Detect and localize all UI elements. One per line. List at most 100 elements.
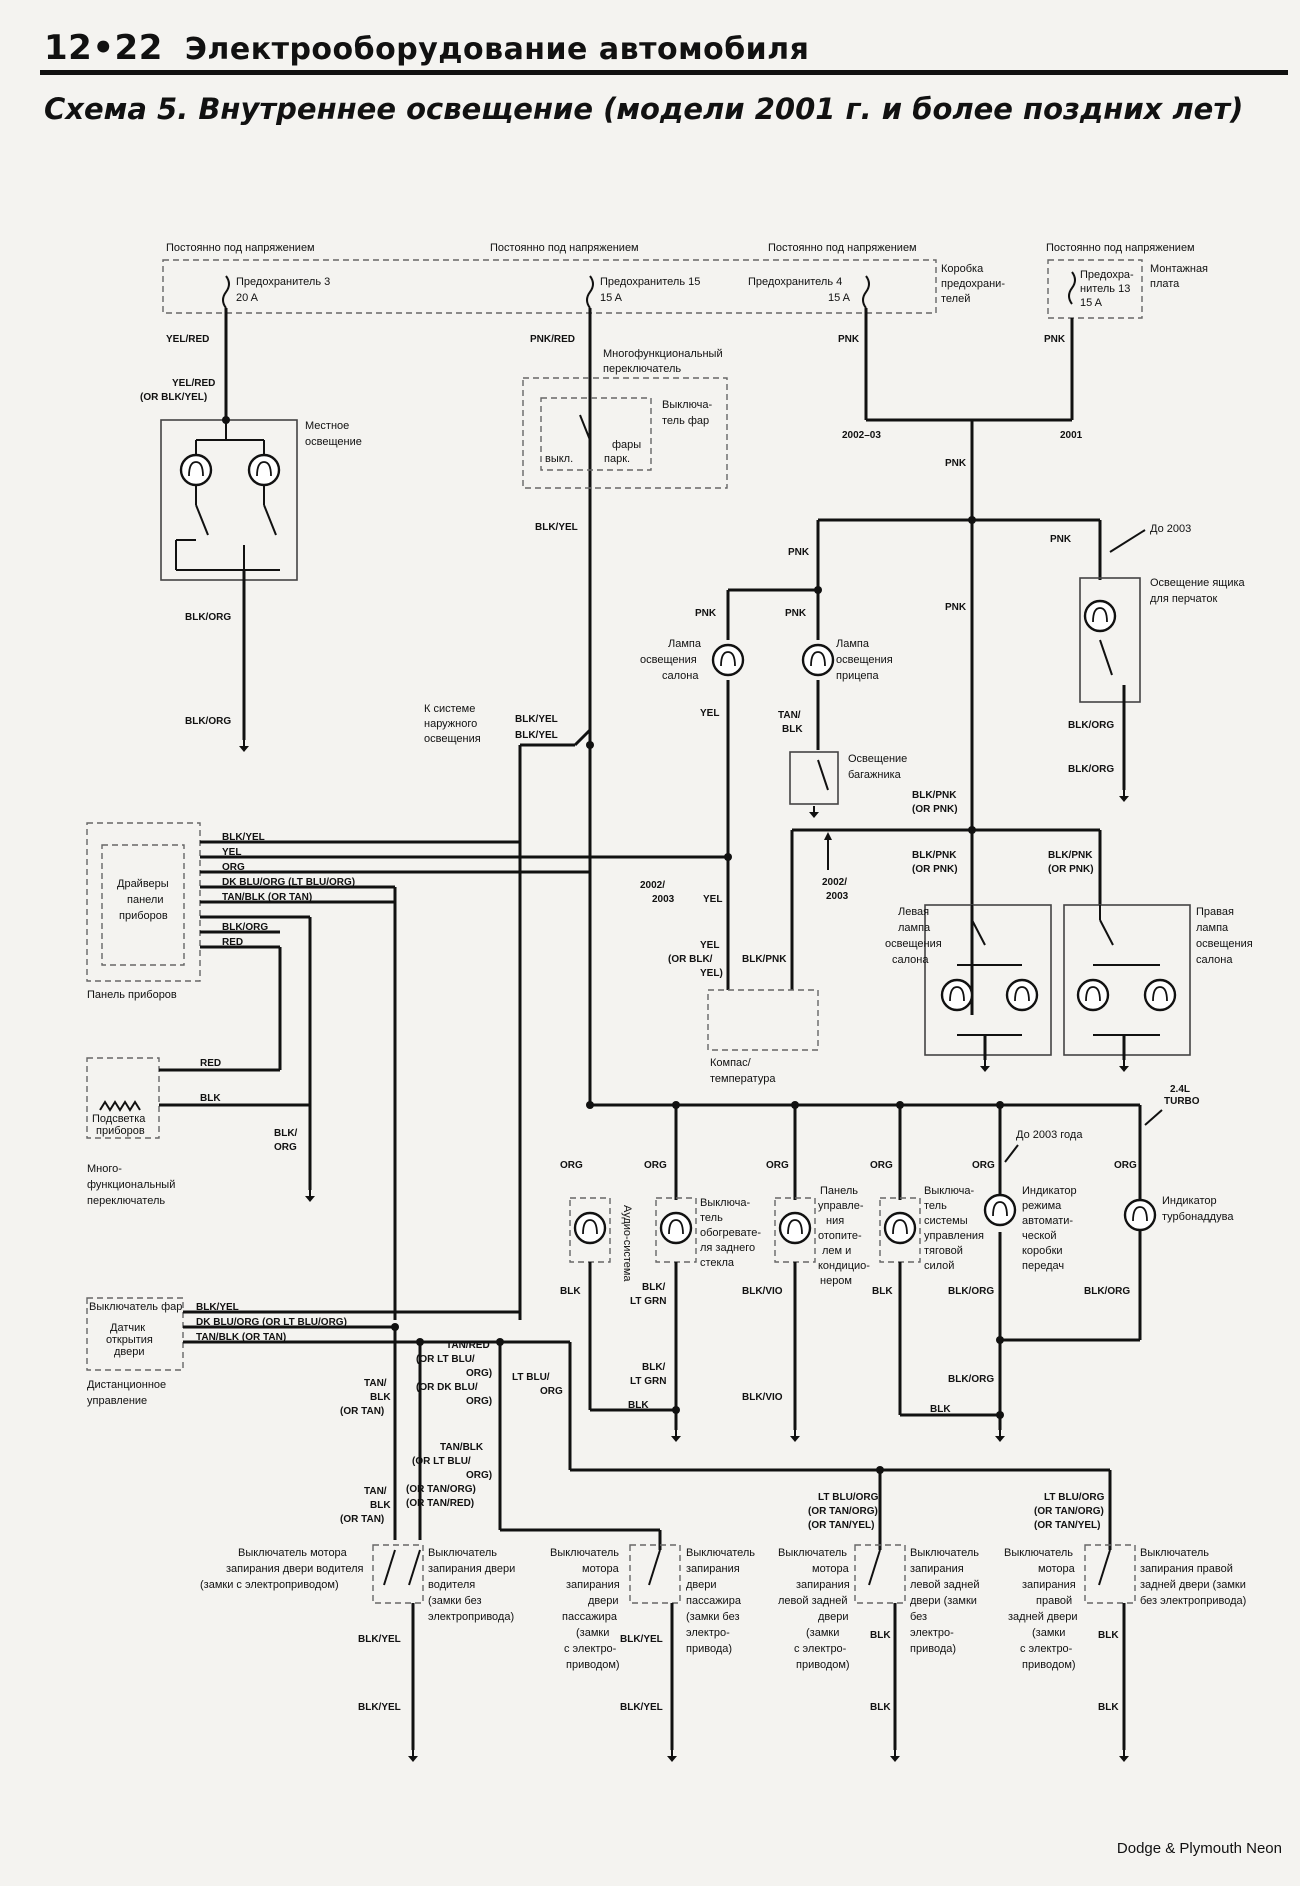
wire-or-pnk-2: (OR PNK) bbox=[912, 864, 958, 875]
wire-tr5: ORG) bbox=[466, 1396, 492, 1407]
headlamp-switch-outline bbox=[540, 397, 652, 471]
lr-motor-label-a: Выключатель bbox=[778, 1547, 847, 1559]
ground-icon bbox=[238, 739, 250, 753]
ground-icon bbox=[1118, 1749, 1130, 1763]
wire-or-blk: (OR BLK/ bbox=[668, 954, 713, 965]
wire-lb4: LT BLU/ORG bbox=[1044, 1492, 1105, 1503]
wire-tb2: (OR LT BLU/ bbox=[412, 1456, 471, 1467]
wire-tr4: (OR DK BLU/ bbox=[416, 1382, 478, 1393]
pass-switch-label-e: (замки без bbox=[686, 1611, 740, 1623]
turbo-label-a: 2.4L bbox=[1170, 1084, 1190, 1095]
wire-q3: TAN/BLK (OR TAN) bbox=[196, 1332, 286, 1343]
exterior-lighting-label-a: К системе bbox=[424, 703, 475, 715]
drivers-label-a: Драйверы bbox=[117, 878, 169, 890]
traction-label-f: силой bbox=[924, 1260, 954, 1272]
wire-b2: BLK bbox=[870, 1702, 891, 1713]
autostick-label-f: передач bbox=[1022, 1260, 1064, 1272]
traction-label-d: управления bbox=[924, 1230, 984, 1242]
fuse13-rating: 15 A bbox=[1080, 297, 1103, 309]
lr-motor-label-b: мотора bbox=[812, 1563, 850, 1575]
autostick-label-e: коробки bbox=[1022, 1245, 1063, 1257]
turbo-ind-label-b: турбонаддува bbox=[1162, 1211, 1234, 1223]
defrost-label-b: тель bbox=[700, 1212, 723, 1224]
left-rear-switch-outline bbox=[854, 1544, 906, 1604]
wire-pnk-4: PNK bbox=[788, 547, 810, 558]
wire-p1: BLK/YEL bbox=[222, 832, 265, 843]
wire-tb3: ORG) bbox=[466, 1470, 492, 1481]
driver-motor-label-c: (замки с электроприводом) bbox=[200, 1579, 339, 1591]
ground-icon bbox=[889, 1749, 901, 1763]
left-dome-lamp-b bbox=[1005, 978, 1039, 1012]
traction-label-c: системы bbox=[924, 1215, 968, 1227]
wire-yel-3: YEL bbox=[700, 940, 719, 951]
hvac-label-e: лем и bbox=[822, 1245, 851, 1257]
right-lamp-label-d: салона bbox=[1196, 954, 1233, 966]
multifunction-label-a: Многофункциональный bbox=[603, 348, 723, 360]
wire-pnk-1: PNK bbox=[838, 334, 860, 345]
driver-switch-label-c: водителя bbox=[428, 1579, 475, 1591]
wire-blk-yel-3: BLK/YEL bbox=[515, 730, 558, 741]
wire-pnk-3: PNK bbox=[945, 458, 967, 469]
wire-b1: BLK bbox=[870, 1630, 891, 1641]
pass-switch-label-d: пассажира bbox=[686, 1595, 742, 1607]
ground-icon bbox=[666, 1749, 678, 1763]
ground-icon bbox=[407, 1749, 419, 1763]
year-2002-03: 2002–03 bbox=[842, 430, 881, 441]
fusebox-label-c: телей bbox=[941, 293, 970, 305]
dome-lamp-label-b: освещения bbox=[640, 654, 697, 666]
wire-tan-2: BLK bbox=[370, 1392, 391, 1403]
wire-blk-2: BLK bbox=[200, 1093, 221, 1104]
hot-label-2: Постоянно под напряжением bbox=[490, 242, 639, 254]
wire-or-blk-yel: (OR BLK/YEL) bbox=[140, 392, 207, 403]
wire-red-2: RED bbox=[200, 1058, 221, 1069]
left-lamp-label-d: салона bbox=[892, 954, 929, 966]
wire-tb5: (OR TAN/RED) bbox=[406, 1498, 474, 1509]
pass-switch-label-c: двери bbox=[686, 1579, 717, 1591]
trunk-label-b: багажника bbox=[848, 769, 902, 781]
turbo-label-b: TURBO bbox=[1164, 1096, 1200, 1107]
wire-org-4: ORG bbox=[870, 1160, 893, 1171]
trunk-switch-box bbox=[789, 751, 839, 805]
wire-p6: BLK/ORG bbox=[222, 922, 268, 933]
wire-p7: RED bbox=[222, 937, 243, 948]
section-title: Электрооборудование автомобиля bbox=[184, 32, 810, 67]
lr-switch-label-e: без bbox=[910, 1611, 927, 1623]
left-lamp-label-b: лампа bbox=[898, 922, 931, 934]
wire-pnk-5: PNK bbox=[945, 602, 967, 613]
wire-or-pnk-3: (OR PNK) bbox=[1048, 864, 1094, 875]
wire-by4: BLK/YEL bbox=[620, 1702, 663, 1713]
local-lamp-left bbox=[179, 453, 213, 487]
wire-b3: BLK bbox=[1098, 1630, 1119, 1641]
switch-off-label: выкл. bbox=[545, 453, 573, 465]
door-switch-circuit: Выключатель фар Датчик открытия двери Ди… bbox=[86, 1297, 1246, 1763]
right-lamp-label-a: Правая bbox=[1196, 906, 1234, 918]
wire-blk-pnk-4: BLK/PNK bbox=[742, 954, 787, 965]
pnk-feed-circuit: PNK PNK 2002–03 2001 PNK PNK PNK PNK До … bbox=[640, 308, 1253, 1085]
trunk-label-a: Освещение bbox=[848, 753, 907, 765]
wire-blk-org-6: ORG bbox=[274, 1142, 297, 1153]
rr-motor-label-h: приводом) bbox=[1022, 1659, 1076, 1671]
wire-blk-org-3: BLK/ORG bbox=[1068, 720, 1114, 731]
rr-motor-label-c: запирания bbox=[1022, 1579, 1076, 1591]
local-lighting-label-b: освещение bbox=[305, 436, 362, 448]
wire-tan-6: (OR TAN) bbox=[340, 1514, 384, 1525]
wire-org-3: ORG bbox=[766, 1160, 789, 1171]
rr-switch-label-a: Выключатель bbox=[1140, 1547, 1209, 1559]
pass-switch-label-f: электро- bbox=[686, 1627, 730, 1639]
cargo-lamp-label-a: Лампа bbox=[836, 638, 870, 650]
year-2001: 2001 bbox=[1060, 430, 1083, 441]
wire-tr1: TAN/RED bbox=[446, 1340, 490, 1351]
glovebox-label-a: Освещение ящика bbox=[1150, 577, 1246, 589]
wire-blk-7: BLK bbox=[628, 1400, 649, 1411]
footer-text: Dodge & Plymouth Neon bbox=[1116, 1840, 1282, 1857]
hvac-label-d: отопите- bbox=[818, 1230, 862, 1242]
door-sensor-label-a: Датчик bbox=[110, 1322, 145, 1334]
splice-points bbox=[222, 416, 1004, 1474]
fuse4-rating: 15 A bbox=[828, 292, 851, 304]
ground-icon bbox=[304, 1189, 316, 1203]
traction-label-b: тель bbox=[924, 1200, 947, 1212]
right-dome-lamp-a bbox=[1076, 978, 1110, 1012]
local-lighting-label-a: Местное bbox=[305, 420, 349, 432]
compass-module-outline bbox=[707, 989, 819, 1051]
pass-motor-label-d: двери bbox=[588, 1595, 619, 1607]
